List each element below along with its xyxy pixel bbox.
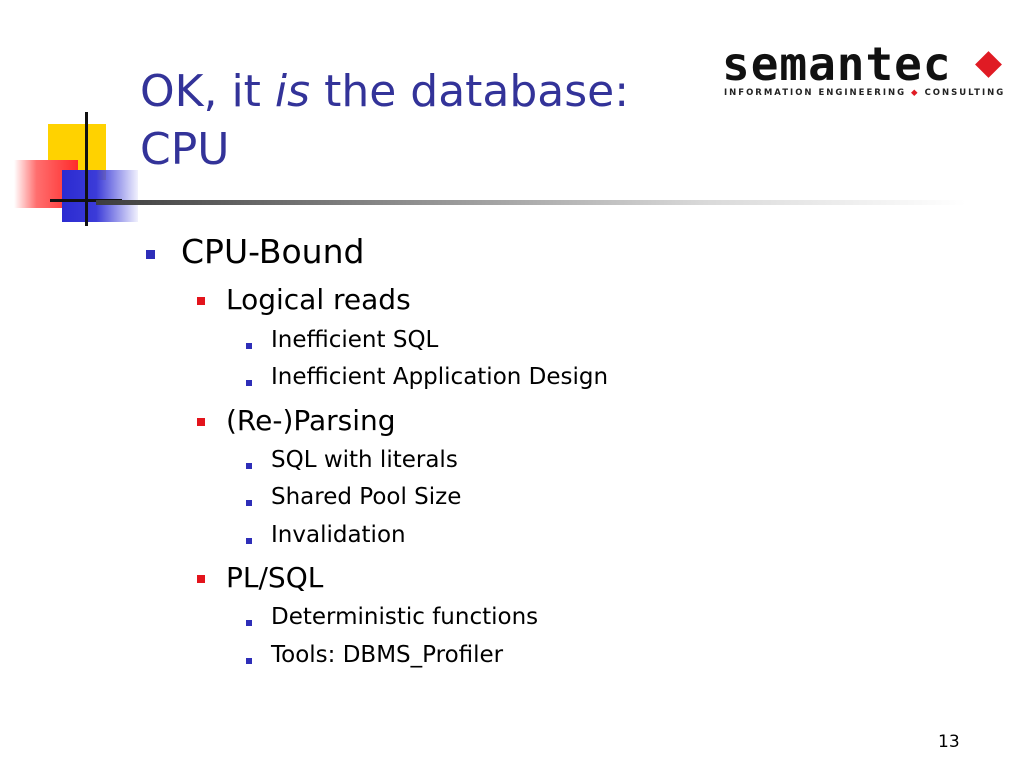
bullet-marker-l1 bbox=[146, 250, 155, 259]
bullet-marker-l2 bbox=[197, 418, 205, 426]
logo-wordmark: semantec bbox=[722, 37, 952, 91]
logo-tagline-left: INFORMATION ENGINEERING bbox=[724, 88, 907, 98]
bullet-marker-l3 bbox=[246, 463, 252, 469]
bullet-marker-l3 bbox=[246, 620, 252, 626]
page-number: 13 bbox=[938, 732, 960, 752]
deco-horizontal-line bbox=[50, 199, 122, 202]
bullet-marker-l3 bbox=[246, 538, 252, 544]
deco-blue-square bbox=[62, 170, 138, 222]
bullet-marker-l3 bbox=[246, 380, 252, 386]
deco-vertical-line bbox=[85, 112, 88, 226]
logo-tagline-separator: ◆ bbox=[911, 88, 920, 98]
bullet-item-l3: SQL with literals bbox=[271, 447, 458, 473]
bullet-item-l2: PL/SQL bbox=[226, 561, 324, 594]
logo-tagline: INFORMATION ENGINEERING ◆ CONSULTING bbox=[724, 88, 1005, 98]
bullet-marker-l3 bbox=[246, 658, 252, 664]
bullet-marker-l2 bbox=[197, 575, 205, 583]
title-emphasis: is bbox=[274, 66, 311, 117]
bullet-marker-l3 bbox=[246, 500, 252, 506]
title-line-1: OK, it is the database: bbox=[140, 63, 720, 121]
bullet-item-l3: Shared Pool Size bbox=[271, 484, 462, 510]
logo-tagline-right: CONSULTING bbox=[924, 88, 1006, 98]
bullet-item-l3: Tools: DBMS_Profiler bbox=[271, 642, 504, 668]
semantec-logo: semantec INFORMATION ENGINEERING ◆ CONSU… bbox=[722, 40, 1007, 104]
bullet-item-l2: (Re-)Parsing bbox=[226, 404, 396, 437]
bullet-item-l3: Inefficient Application Design bbox=[271, 364, 609, 390]
title-underline-rule bbox=[96, 200, 966, 205]
bullet-item-l3: Deterministic functions bbox=[271, 604, 539, 630]
bullet-item-l2: Logical reads bbox=[226, 283, 411, 316]
bullet-marker-l3 bbox=[246, 343, 252, 349]
bullet-item-l1: CPU-Bound bbox=[181, 232, 365, 271]
bullet-item-l3: Inefficient SQL bbox=[271, 327, 439, 353]
title-text-part2: the database: bbox=[310, 66, 630, 117]
slide-title: OK, it is the database: CPU bbox=[140, 63, 720, 179]
title-line-2: CPU bbox=[140, 124, 230, 175]
title-text-part1: OK, it bbox=[140, 66, 275, 117]
bullet-marker-l2 bbox=[197, 297, 205, 305]
bullet-item-l3: Invalidation bbox=[271, 522, 406, 548]
logo-diamond-icon bbox=[975, 51, 1002, 78]
